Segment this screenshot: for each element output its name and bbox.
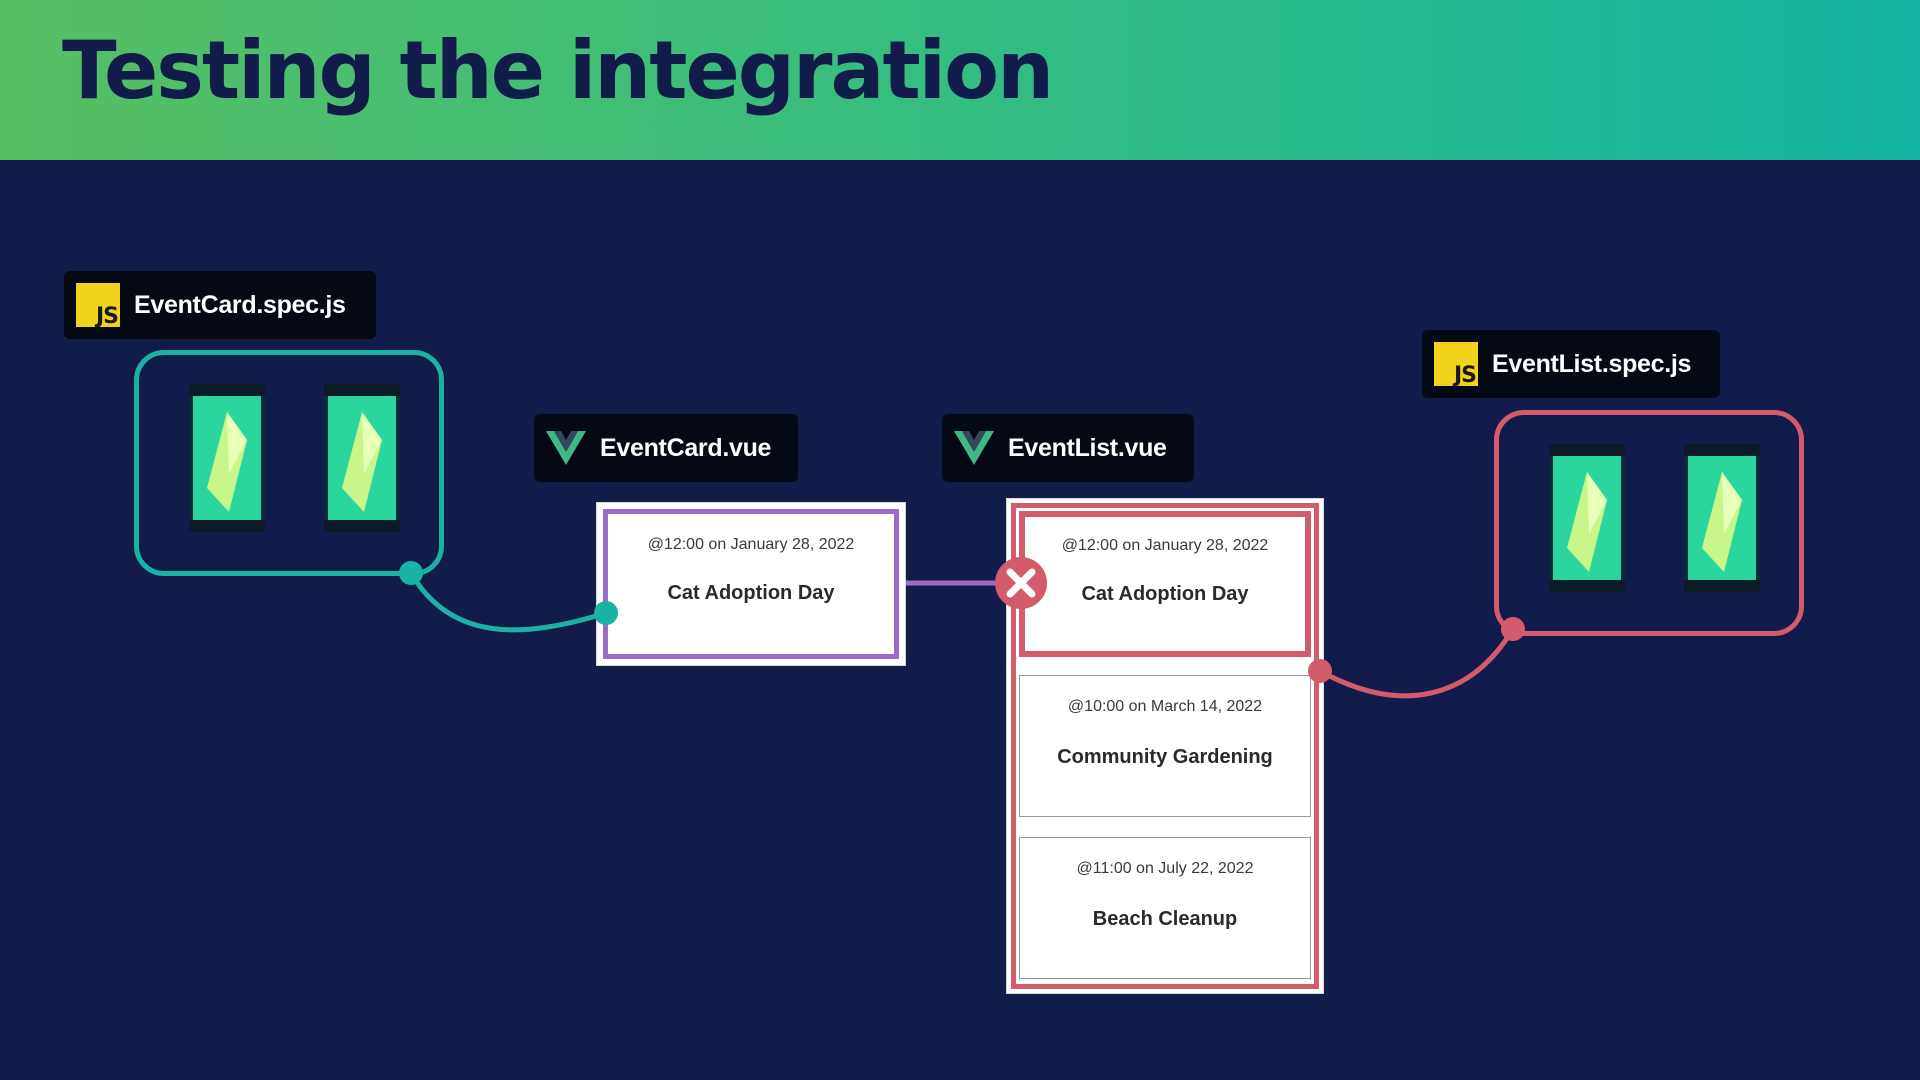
- red-wire: [1318, 627, 1516, 699]
- js-icon: JS: [76, 283, 120, 329]
- red-dot: [1308, 659, 1332, 683]
- event-list-vue-label: EventList.vue: [942, 414, 1194, 482]
- event-list: @12:00 on January 28, 2022 Cat Adoption …: [1006, 498, 1324, 994]
- list-item-title: Beach Cleanup: [1092, 908, 1238, 930]
- page-title: Testing the integration: [62, 24, 1054, 117]
- event-list-spec-tests: [1494, 410, 1804, 636]
- teal-dot: [399, 561, 423, 585]
- js-icon: JS: [1434, 342, 1478, 388]
- event-card-spec-label: JS EventCard.spec.js: [64, 271, 376, 339]
- list-item: @11:00 on July 22, 2022 Beach Cleanup: [1019, 837, 1311, 979]
- error-x-icon: [995, 557, 1047, 609]
- list-item: @12:00 on January 28, 2022 Cat Adoption …: [1019, 511, 1311, 657]
- event-card-spec-label-text: EventCard.spec.js: [134, 290, 346, 319]
- teal-wire: [408, 571, 607, 633]
- crystal-icon: [189, 384, 265, 532]
- vue-icon: [546, 431, 586, 465]
- list-item-title: Cat Adoption Day: [1081, 583, 1249, 605]
- teal-dot: [594, 601, 618, 625]
- list-item-title: Community Gardening: [1057, 746, 1273, 768]
- event-list-spec-label-text: EventList.spec.js: [1492, 349, 1692, 378]
- event-card-inner-border: @12:00 on January 28, 2022 Cat Adoption …: [603, 509, 899, 659]
- list-item-date: @11:00 on July 22, 2022: [1076, 860, 1254, 877]
- event-list-spec-label: JS EventList.spec.js: [1422, 330, 1720, 398]
- list-item: @10:00 on March 14, 2022 Community Garde…: [1019, 675, 1311, 817]
- list-item-date: @10:00 on March 14, 2022: [1067, 698, 1263, 715]
- event-card-spec-tests: [134, 350, 444, 576]
- event-list-vue-label-text: EventList.vue: [1008, 433, 1167, 462]
- crystal-icon: [1684, 444, 1760, 592]
- red-dot: [1501, 617, 1525, 641]
- event-card-date: @12:00 on January 28, 2022: [647, 536, 855, 553]
- list-item-date: @12:00 on January 28, 2022: [1061, 537, 1269, 554]
- event-list-outer-border: [1011, 503, 1319, 989]
- vue-icon: [954, 431, 994, 465]
- event-card-vue-label-text: EventCard.vue: [600, 433, 772, 462]
- event-card: @12:00 on January 28, 2022 Cat Adoption …: [596, 502, 906, 666]
- crystal-icon: [324, 384, 400, 532]
- crystal-icon: [1549, 444, 1625, 592]
- event-card-title: Cat Adoption Day: [667, 582, 835, 604]
- event-card-vue-label: EventCard.vue: [534, 414, 798, 482]
- title-banner: Testing the integration: [0, 0, 1920, 160]
